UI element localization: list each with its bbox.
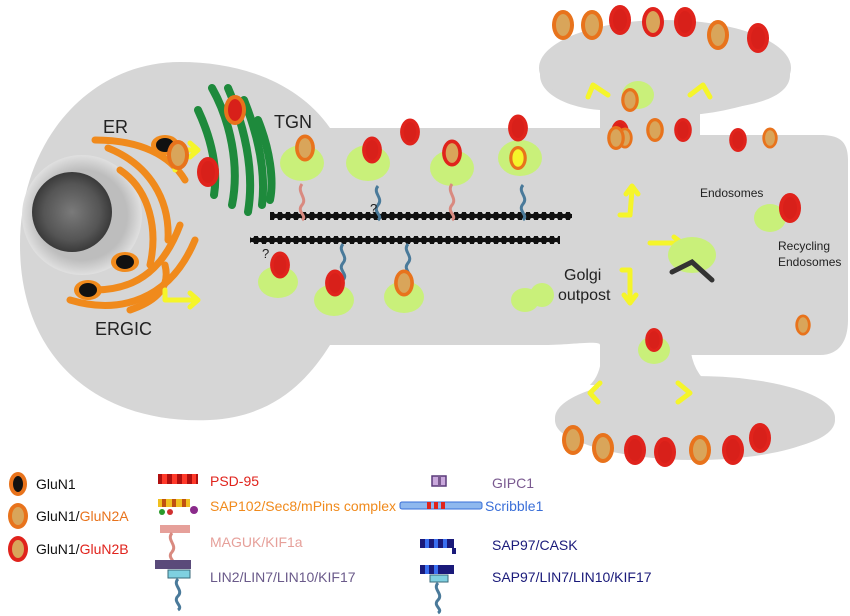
receptor-inner bbox=[511, 118, 525, 138]
legend-item-glun2a: GluN1/GluN2A bbox=[36, 508, 129, 524]
legend-item-gipc1: GIPC1 bbox=[492, 475, 534, 491]
er-label: ER bbox=[103, 117, 128, 137]
outpost-label: outpost bbox=[558, 287, 611, 304]
receptor-inner bbox=[613, 9, 627, 31]
legend-glun2b-icon bbox=[8, 536, 28, 562]
legend-maguk-icon bbox=[160, 525, 190, 568]
legend-item-maguk: MAGUK/KIF1a bbox=[210, 534, 303, 550]
receptor-inner bbox=[624, 91, 636, 109]
legend-glun1-icon bbox=[9, 472, 27, 496]
receptor-inner bbox=[556, 14, 570, 36]
legend-sap97-cask-icon bbox=[420, 539, 456, 554]
receptor-inner bbox=[397, 273, 411, 293]
receptor-inner bbox=[610, 129, 622, 147]
legend-item-scribble1: Scribble1 bbox=[485, 498, 544, 514]
legend-lin2-icon bbox=[155, 560, 191, 612]
receptor-inner bbox=[677, 121, 689, 139]
legend-item-sap102: SAP102/Sec8/mPins complex bbox=[210, 498, 396, 514]
legend-item-glun2b: GluN1/GluN2B bbox=[36, 541, 129, 557]
receptor-inner bbox=[403, 122, 417, 142]
receptor-inner bbox=[298, 138, 312, 158]
endoplasmic-reticulum bbox=[66, 136, 199, 314]
receptor-inner bbox=[783, 197, 797, 219]
nucleus bbox=[22, 155, 142, 275]
receptor-inner bbox=[566, 429, 580, 451]
legend-sap97-lin7-icon bbox=[420, 565, 454, 615]
receptor-inner bbox=[732, 131, 744, 149]
endosomes-label: Endosomes bbox=[700, 186, 763, 200]
receptor-inner bbox=[648, 331, 660, 349]
receptor-inner bbox=[649, 121, 661, 139]
receptor-inner bbox=[228, 99, 242, 121]
question-mark-1: ? bbox=[370, 201, 377, 216]
question-mark-2: ? bbox=[262, 246, 269, 261]
receptor-inner bbox=[365, 140, 379, 160]
receptors bbox=[167, 5, 811, 467]
legend-item-lin2: LIN2/LIN7/LIN10/KIF17 bbox=[210, 569, 356, 585]
legend-gipc1-icon bbox=[431, 475, 447, 487]
legend-psd95-icon bbox=[158, 474, 198, 484]
receptor-inner bbox=[171, 144, 185, 166]
receptor-inner bbox=[726, 439, 740, 461]
receptor-inner bbox=[753, 427, 767, 449]
receptor-inner bbox=[765, 130, 775, 146]
ergic-receptors bbox=[74, 135, 179, 300]
ergic-label: ERGIC bbox=[95, 319, 152, 339]
recycling-label-line2: Endosomes bbox=[778, 255, 841, 269]
receptor-inner bbox=[201, 161, 215, 183]
legend-glun2a-icon bbox=[8, 503, 28, 529]
kif1a-stalks bbox=[298, 183, 456, 222]
receptor-inner bbox=[585, 14, 599, 36]
receptor-inner bbox=[658, 441, 672, 463]
receptor-inner bbox=[751, 27, 765, 49]
receptor-inner bbox=[711, 24, 725, 46]
receptor-inner bbox=[328, 273, 342, 293]
legend-item-sap97-cask: SAP97/CASK bbox=[492, 537, 578, 553]
receptor-inner bbox=[512, 149, 524, 167]
receptor-inner bbox=[445, 143, 459, 163]
legend-item-sap97-lin7: SAP97/LIN7/LIN10/KIF17 bbox=[492, 569, 652, 585]
microtubule-top bbox=[270, 212, 572, 220]
tgn-label: TGN bbox=[274, 112, 312, 132]
receptor-inner bbox=[798, 317, 808, 333]
receptor-inner bbox=[678, 11, 692, 33]
recycling-label-line1: Recycling bbox=[778, 239, 830, 253]
legend-sap102-icon bbox=[158, 499, 198, 515]
receptor-inner bbox=[628, 439, 642, 461]
legend-item-glun1: GluN1 bbox=[36, 476, 76, 492]
receptor-inner bbox=[596, 437, 610, 459]
microtubule-bottom bbox=[250, 236, 560, 244]
legend: GluN1 GluN1/GluN2A GluN1/GluN2B PSD-95 S… bbox=[8, 472, 652, 615]
legend-item-psd95: PSD-95 bbox=[210, 473, 259, 489]
receptor-inner bbox=[273, 255, 287, 275]
golgi-label: Golgi bbox=[564, 267, 601, 284]
receptor-inner bbox=[693, 439, 707, 461]
receptor-inner bbox=[646, 11, 660, 33]
legend-scribble1-icon bbox=[399, 501, 483, 510]
